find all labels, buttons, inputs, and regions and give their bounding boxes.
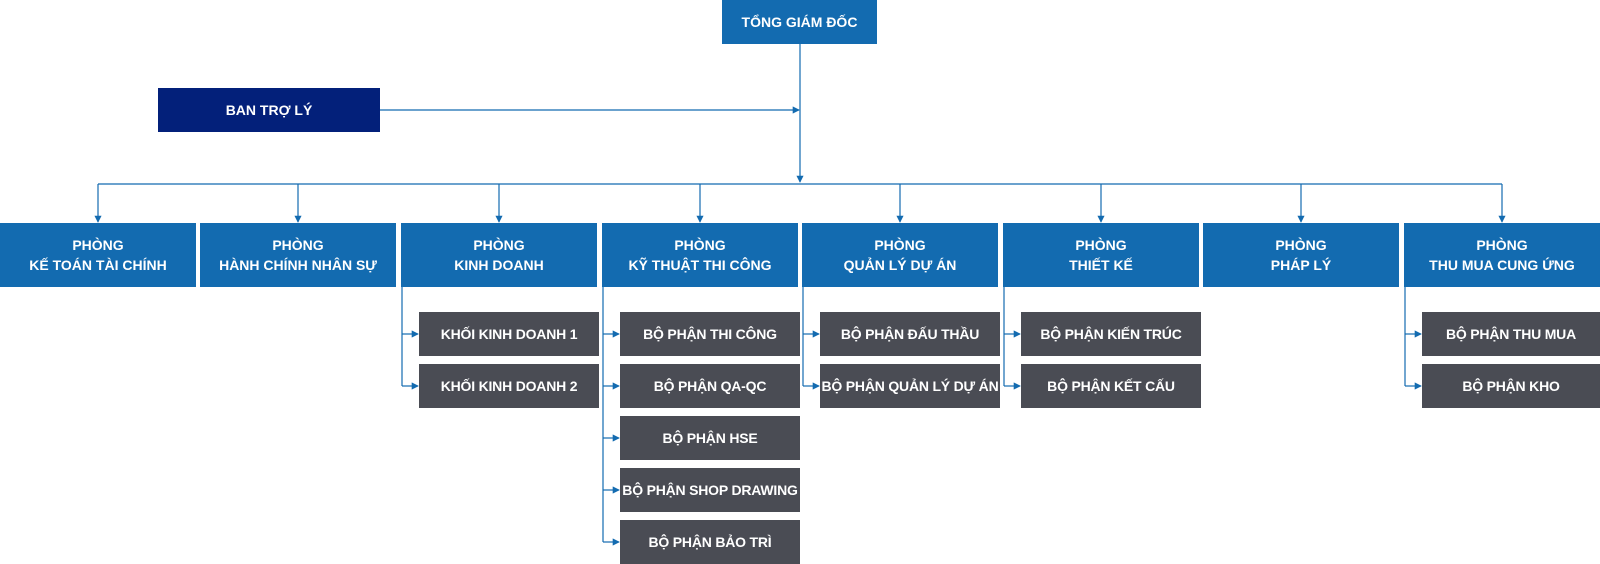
unit-box: BỘ PHẬN BẢO TRÌ (620, 520, 800, 564)
unit-box: BỘ PHẬN THU MUA (1422, 312, 1600, 356)
unit-box: BỘ PHẬN ĐẤU THẦU (820, 312, 1000, 356)
unit-box: BỘ PHẬN QA-QC (620, 364, 800, 408)
department-box: PHÒNG THIẾT KẾ (1003, 223, 1199, 287)
department-box: PHÒNG PHÁP LÝ (1203, 223, 1399, 287)
unit-box: KHỐI KINH DOANH 1 (419, 312, 599, 356)
department-box: PHÒNG HÀNH CHÍNH NHÂN SỰ (200, 223, 396, 287)
department-label-name: KẾ TOÁN TÀI CHÍNH (29, 257, 167, 273)
department-label-name: PHÁP LÝ (1270, 257, 1332, 273)
unit-box: BỘ PHẬN SHOP DRAWING (620, 468, 800, 512)
ceo-box: TỔNG GIÁM ĐỐC (722, 0, 877, 44)
department-label-name: THU MUA CUNG ỨNG (1429, 257, 1575, 273)
department-label-name: KỸ THUẬT THI CÔNG (628, 257, 772, 273)
department-box: PHÒNG THU MUA CUNG ỨNG (1404, 223, 1600, 287)
department-label-prefix: PHÒNG (1275, 237, 1327, 253)
department-label-prefix: PHÒNG (72, 237, 124, 253)
assistant-board-box: BAN TRỢ LÝ (158, 88, 380, 132)
unit-box: BỘ PHẬN KHO (1422, 364, 1600, 408)
department-label-name: KINH DOANH (454, 257, 544, 273)
unit-box: BỘ PHẬN THI CÔNG (620, 312, 800, 356)
department-label-prefix: PHÒNG (1075, 237, 1127, 253)
department-label-name: HÀNH CHÍNH NHÂN SỰ (219, 257, 377, 273)
department-box: PHÒNG KỸ THUẬT THI CÔNG (602, 223, 798, 287)
department-box: PHÒNG QUẢN LÝ DỰ ÁN (802, 223, 998, 287)
department-label-prefix: PHÒNG (674, 237, 726, 253)
department-label-prefix: PHÒNG (272, 237, 324, 253)
department-box: PHÒNG KINH DOANH (401, 223, 597, 287)
department-label-prefix: PHÒNG (1476, 237, 1528, 253)
unit-box: BỘ PHẬN KẾT CẤU (1021, 364, 1201, 408)
department-label-name: QUẢN LÝ DỰ ÁN (843, 257, 957, 273)
unit-box: KHỐI KINH DOANH 2 (419, 364, 599, 408)
department-label-name: THIẾT KẾ (1069, 257, 1133, 273)
department-label-prefix: PHÒNG (874, 237, 926, 253)
department-label-prefix: PHÒNG (473, 237, 525, 253)
unit-box: BỘ PHẬN QUẢN LÝ DỰ ÁN (820, 364, 1000, 408)
unit-box: BỘ PHẬN KIẾN TRÚC (1021, 312, 1201, 356)
unit-box: BỘ PHẬN HSE (620, 416, 800, 460)
department-box: PHÒNG KẾ TOÁN TÀI CHÍNH (0, 223, 196, 287)
